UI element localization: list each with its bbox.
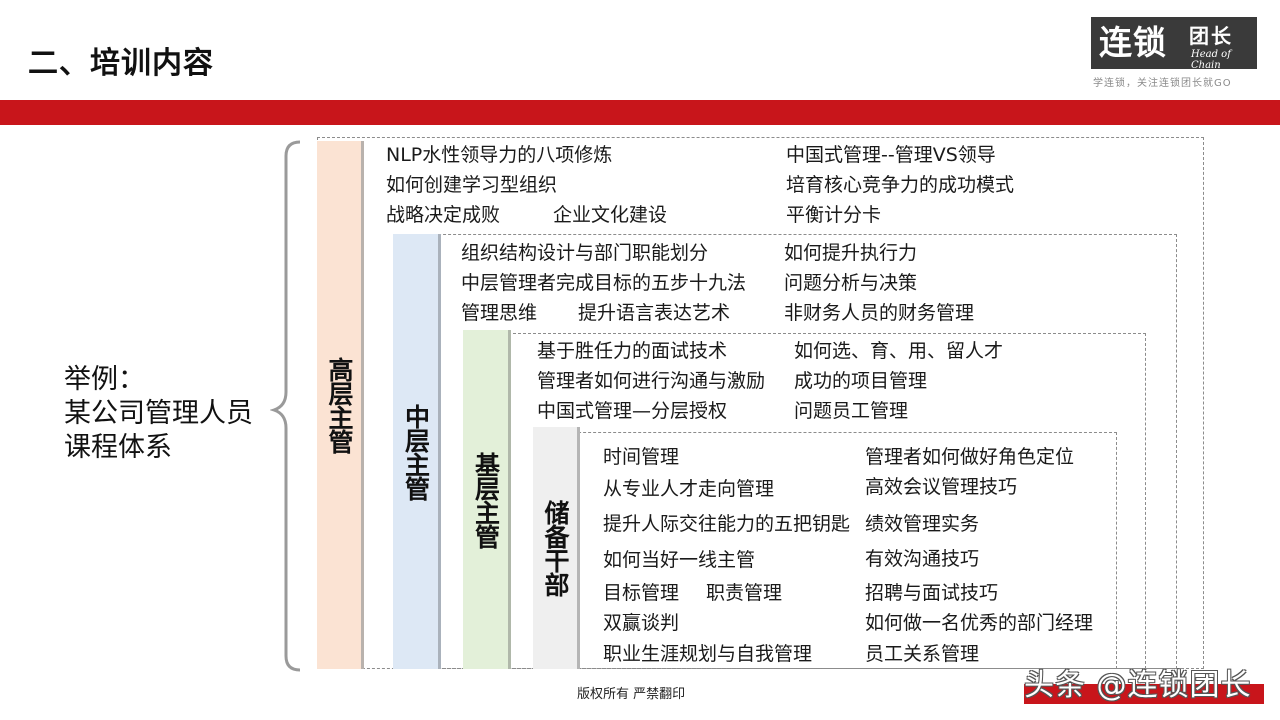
course-item: 时间管理: [603, 446, 680, 468]
course-item: 绩效管理实务: [865, 513, 980, 535]
jiceng-label: 基层主管: [471, 451, 501, 548]
watermark-text: 头条 @连锁团长: [1024, 668, 1252, 703]
example-caption: 举例： 某公司管理人员 课程体系: [64, 363, 253, 465]
course-item: 战略决定成败: [386, 204, 501, 226]
header-red-bar: [0, 100, 1280, 125]
course-item: 有效沟通技巧: [865, 548, 980, 570]
page-title: 二、培训内容: [28, 46, 214, 81]
course-item: 企业文化建设: [553, 204, 668, 226]
course-item: 如何提升执行力: [784, 242, 918, 264]
course-item: 管理者如何进行沟通与激励: [537, 370, 766, 392]
course-item: 中国式管理—分层授权: [537, 400, 728, 422]
course-item: 组织结构设计与部门职能划分: [461, 242, 709, 264]
example-line-1: 举例：: [64, 364, 145, 395]
course-item: 中层管理者完成目标的五步十九法: [461, 272, 747, 294]
course-item: 如何当好一线主管: [603, 549, 756, 571]
course-item: 管理思维: [461, 302, 538, 324]
course-item: 问题员工管理: [794, 400, 909, 422]
course-item: 双赢谈判: [603, 612, 680, 634]
course-item: 平衡计分卡: [786, 204, 882, 226]
course-item: 成功的项目管理: [794, 370, 928, 392]
logo-main-text: 连锁: [1099, 23, 1167, 62]
brand-logo: 连锁 团长 Head of Chain: [1091, 17, 1257, 71]
course-item: 如何做一名优秀的部门经理: [865, 612, 1094, 634]
course-item: 基于胜任力的面试技术: [537, 340, 728, 362]
course-item: 职业生涯规划与自我管理: [603, 643, 813, 665]
course-item: 高效会议管理技巧: [865, 476, 1018, 498]
course-item: 中国式管理--管理VS领导: [786, 144, 996, 166]
zhongceng-label-column: 中层主管: [393, 234, 441, 669]
gaoceng-label-column: 高层主管: [317, 141, 364, 669]
course-item: 提升语言表达艺术: [578, 302, 731, 324]
watermark-red-bar: [1024, 684, 1264, 704]
logo-slogan: 学连锁，关注连锁团长就GO: [1093, 78, 1232, 89]
zhongceng-label: 中层主管: [401, 403, 431, 500]
logo-english-text: Head of Chain: [1191, 49, 1231, 71]
gaoceng-label: 高层主管: [325, 357, 354, 453]
copyright-footer: 版权所有 严禁翻印: [577, 687, 686, 702]
chubei-label: 储备干部: [541, 500, 570, 596]
course-item: 问题分析与决策: [784, 272, 918, 294]
course-item: 培育核心竞争力的成功模式: [786, 174, 1015, 196]
course-item: 招聘与面试技巧: [865, 582, 999, 604]
course-item: 从专业人才走向管理: [603, 478, 775, 500]
chubei-label-column: 储备干部: [533, 427, 580, 669]
course-item: 目标管理: [603, 582, 680, 604]
course-item: NLP水性领导力的八项修炼: [386, 144, 613, 166]
example-line-2: 某公司管理人员: [64, 398, 253, 429]
course-item: 管理者如何做好角色定位: [865, 446, 1075, 468]
course-item: 员工关系管理: [865, 643, 980, 665]
course-item: 如何选、育、用、留人才: [794, 340, 1004, 362]
example-line-3: 课程体系: [64, 432, 172, 463]
course-item: 提升人际交往能力的五把钥匙: [603, 513, 851, 535]
course-item: 如何创建学习型组织: [386, 174, 558, 196]
logo-side-text: 团长: [1189, 24, 1233, 48]
jiceng-label-column: 基层主管: [463, 330, 511, 669]
left-brace-icon: [270, 140, 301, 672]
course-item: 非财务人员的财务管理: [784, 302, 975, 324]
course-item: 职责管理: [706, 582, 783, 604]
